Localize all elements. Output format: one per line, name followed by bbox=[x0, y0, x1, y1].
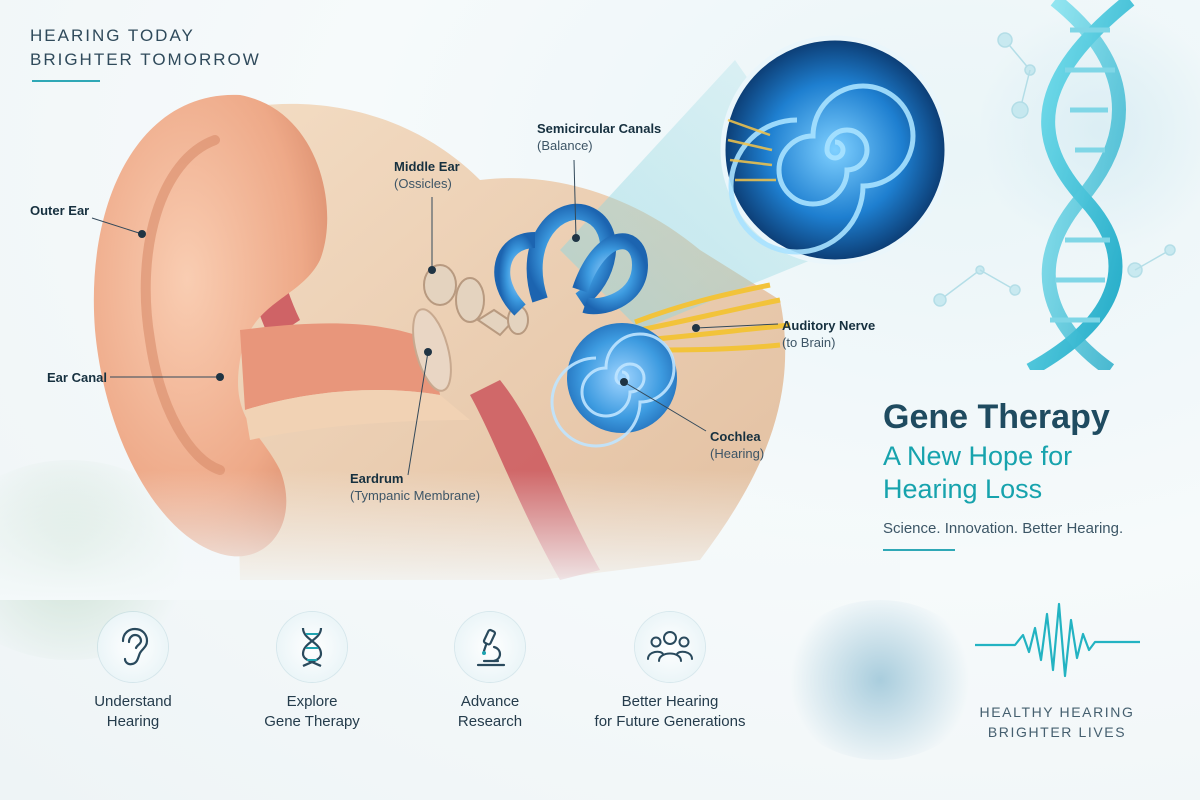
microscope-icon bbox=[476, 628, 506, 667]
feature-label-line2: for Future Generations bbox=[594, 713, 746, 730]
feature-explore-gene-therapy: Explore Gene Therapy bbox=[212, 612, 412, 732]
footer-tagline-line2: BRIGHTER LIVES bbox=[987, 724, 1127, 740]
label-auditory-nerve-subtitle: (to Brain) bbox=[782, 335, 836, 350]
label-ear-canal: Ear Canal bbox=[47, 369, 107, 386]
label-cochlea: Cochlea (Hearing) bbox=[710, 428, 764, 462]
hero-rule bbox=[883, 549, 955, 551]
background-blur-blue bbox=[780, 600, 980, 760]
label-auditory-nerve: Auditory Nerve (to Brain) bbox=[782, 317, 875, 351]
cochlea-spiral bbox=[550, 332, 676, 448]
ear-anatomy-illustration bbox=[0, 35, 950, 600]
pinna-fold bbox=[140, 135, 225, 475]
zoom-nerve-fibers bbox=[727, 118, 776, 182]
header-rule bbox=[32, 80, 100, 82]
label-leaders bbox=[91, 159, 779, 476]
header-tagline-line2: BRIGHTER TOMORROW bbox=[30, 50, 261, 69]
header-tagline-line1: HEARING TODAY bbox=[30, 26, 195, 45]
feature-label: Advance Research bbox=[390, 692, 590, 732]
feature-understand-hearing: Understand Hearing bbox=[33, 612, 233, 732]
cochlea-shape bbox=[567, 323, 677, 433]
feature-label-line1: Advance bbox=[460, 693, 520, 710]
ear-canal-shape bbox=[240, 323, 440, 410]
feature-icon-circle bbox=[455, 612, 525, 682]
label-middle-ear-title: Middle Ear bbox=[394, 159, 460, 174]
label-semicircular-title: Semicircular Canals bbox=[537, 121, 662, 136]
ossicles bbox=[423, 264, 529, 337]
dna-icon bbox=[301, 627, 323, 667]
hero-subtitle-line2: Hearing Loss bbox=[883, 474, 1043, 504]
feature-label-line2: Hearing bbox=[106, 713, 160, 730]
footer-tagline-line1: HEALTHY HEARING bbox=[979, 704, 1135, 720]
label-middle-ear: Middle Ear (Ossicles) bbox=[394, 158, 460, 192]
feature-label: Explore Gene Therapy bbox=[212, 692, 412, 732]
hero-block: Gene Therapy A New Hope for Hearing Loss… bbox=[883, 398, 1183, 551]
hero-subtitle: A New Hope for Hearing Loss bbox=[883, 440, 1183, 506]
hero-title: Gene Therapy bbox=[883, 398, 1110, 436]
label-middle-ear-subtitle: (Ossicles) bbox=[394, 176, 452, 191]
label-semicircular-canals: Semicircular Canals (Balance) bbox=[537, 120, 661, 154]
molecule-network bbox=[933, 32, 1176, 307]
ear-icon bbox=[121, 627, 149, 666]
soundwave-icon bbox=[975, 602, 1140, 678]
dna-strand-a bbox=[1026, 0, 1135, 370]
feature-label: Understand Hearing bbox=[33, 692, 233, 732]
feature-icon-circle bbox=[98, 612, 168, 682]
feature-label-line2: Research bbox=[457, 713, 523, 730]
label-ear-canal-title: Ear Canal bbox=[47, 370, 107, 385]
hero-subtitle-line1: A New Hope for bbox=[883, 441, 1073, 471]
zoom-spiral bbox=[728, 83, 916, 255]
label-outer-ear: Outer Ear bbox=[30, 202, 89, 219]
label-auditory-nerve-title: Auditory Nerve bbox=[782, 318, 876, 333]
dna-strand-b bbox=[1041, 0, 1126, 370]
feature-icon-circle bbox=[635, 612, 705, 682]
feature-better-hearing: Better Hearing for Future Generations bbox=[570, 612, 770, 732]
eardrum-membrane bbox=[412, 308, 452, 392]
header-tagline: HEARING TODAY BRIGHTER TOMORROW bbox=[30, 24, 261, 72]
feature-label-line1: Understand bbox=[94, 693, 172, 710]
semicircular-canals-shape bbox=[494, 203, 649, 316]
footer-tagline: HEALTHY HEARING BRIGHTER LIVES bbox=[972, 702, 1142, 742]
label-outer-ear-title: Outer Ear bbox=[30, 203, 90, 218]
feature-label: Better Hearing for Future Generations bbox=[570, 692, 770, 732]
hero-tagline: Science. Innovation. Better Hearing. bbox=[883, 520, 1124, 537]
feature-label-line1: Better Hearing bbox=[621, 693, 719, 710]
label-eardrum: Eardrum (Tympanic Membrane) bbox=[350, 470, 480, 504]
canal-bone bbox=[245, 390, 470, 440]
label-eardrum-subtitle: (Tympanic Membrane) bbox=[350, 488, 481, 503]
people-icon bbox=[647, 631, 693, 662]
illustration-fade bbox=[0, 470, 900, 600]
feature-icon-circle bbox=[277, 612, 347, 682]
feature-label-line1: Explore bbox=[286, 693, 338, 710]
dna-helix-illustration bbox=[933, 0, 1176, 370]
label-cochlea-subtitle: (Hearing) bbox=[710, 446, 765, 461]
feature-label-line2: Gene Therapy bbox=[264, 713, 360, 730]
label-semicircular-subtitle: (Balance) bbox=[537, 138, 593, 153]
label-cochlea-title: Cochlea bbox=[710, 429, 761, 444]
dna-rungs bbox=[1050, 27, 1115, 323]
label-eardrum-title: Eardrum bbox=[350, 471, 404, 486]
feature-advance-research: Advance Research bbox=[390, 612, 590, 732]
